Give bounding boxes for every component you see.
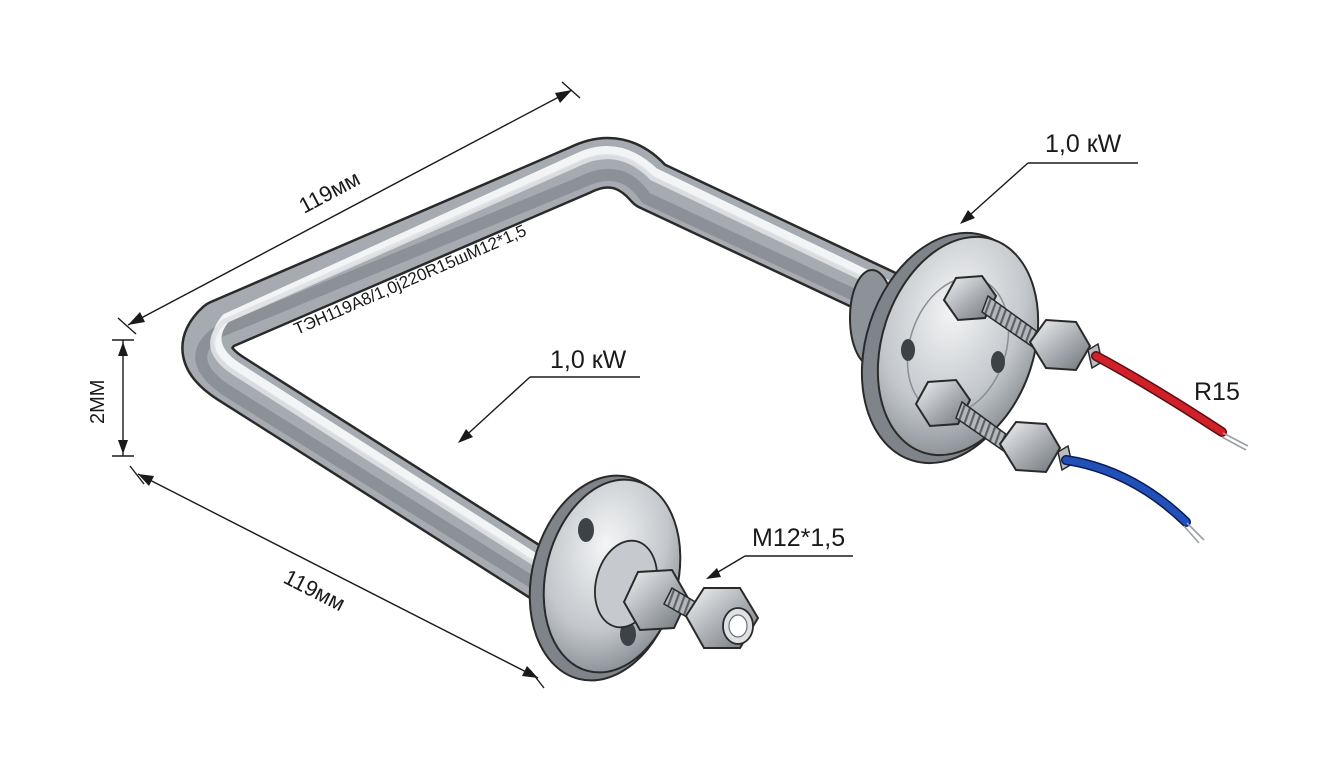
dimension-top xyxy=(117,81,581,335)
callout-thread xyxy=(706,555,853,579)
nut-icon xyxy=(914,378,972,428)
wire-neutral xyxy=(1061,455,1205,544)
callout-power-middle-label: 1,0 кW xyxy=(550,346,627,374)
mount-hole xyxy=(991,351,1005,373)
callout-power-middle xyxy=(458,376,640,443)
dimension-height xyxy=(112,339,134,457)
dimension-height-label: 2ММ xyxy=(87,380,109,424)
callout-power-top xyxy=(960,162,1138,224)
tube-body xyxy=(181,136,907,602)
dimension-bottom-label: 119мм xyxy=(280,564,350,616)
callout-thread-label: M12*1,5 xyxy=(752,524,845,552)
nut-icon xyxy=(1028,318,1092,372)
nut-icon xyxy=(998,420,1062,474)
callout-power-top-label: 1,0 кW xyxy=(1045,130,1122,158)
mount-hole xyxy=(578,518,594,542)
terminal-lower xyxy=(914,378,1073,474)
mount-hole xyxy=(901,339,915,361)
wire-live xyxy=(1091,351,1249,451)
dimension-bottom xyxy=(129,465,545,689)
callout-radius-label: R15 xyxy=(1194,378,1240,406)
dimension-top-label: 119мм xyxy=(295,166,364,219)
left-flange xyxy=(528,474,760,682)
